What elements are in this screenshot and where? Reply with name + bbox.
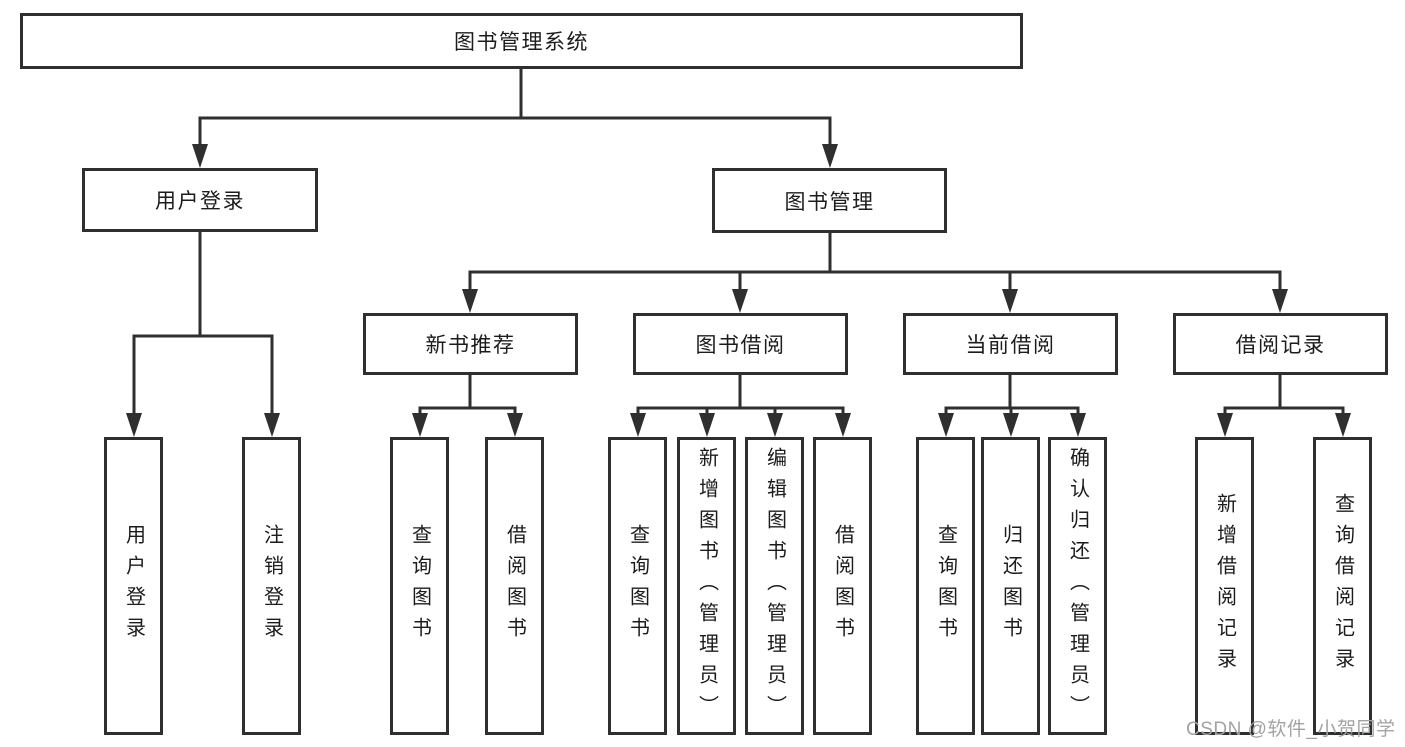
- root-connector: [192, 69, 838, 168]
- node-label: 新增图书（管理员）: [695, 446, 718, 726]
- leaf-edit-book-admin: 编辑图书（管理员）: [745, 437, 804, 735]
- node-label: 借阅记录: [1235, 334, 1326, 357]
- node-label: 借阅图书: [503, 524, 526, 648]
- csdn-watermark: CSDN @软件_小贺同学: [1186, 719, 1396, 740]
- leaf-confirm-return-admin: 确认归还（管理员）: [1048, 437, 1107, 735]
- node-label: 图书借阅: [695, 334, 786, 357]
- user-login-connector: [126, 232, 280, 437]
- node-new-book-recommend: 新书推荐: [363, 313, 578, 375]
- leaf-add-book-admin: 新增图书（管理员）: [677, 437, 736, 735]
- node-label: 查询图书: [626, 524, 649, 648]
- leaf-query-book-current: 查询图书: [916, 437, 975, 735]
- node-book-management: 图书管理: [712, 168, 947, 233]
- node-book-borrow: 图书借阅: [633, 313, 848, 375]
- current-borrow-connector: [938, 375, 1086, 437]
- borrow-record-connector: [1217, 375, 1351, 437]
- node-label: 确认归还（管理员）: [1066, 446, 1089, 726]
- leaf-add-borrow-record: 新增借阅记录: [1195, 437, 1254, 735]
- node-label: 查询借阅记录: [1331, 493, 1354, 679]
- leaf-query-borrow-record: 查询借阅记录: [1313, 437, 1372, 735]
- leaf-query-book-borrow: 查询图书: [608, 437, 667, 735]
- node-label: 用户登录: [122, 524, 145, 648]
- node-borrow-record: 借阅记录: [1173, 313, 1388, 375]
- node-label: 编辑图书（管理员）: [763, 446, 786, 726]
- node-current-borrow: 当前借阅: [903, 313, 1118, 375]
- new-book-recommend-connector: [412, 375, 523, 437]
- leaf-borrow-book-recommend: 借阅图书: [485, 437, 544, 735]
- book-borrow-connector: [630, 375, 851, 437]
- leaf-query-book-recommend: 查询图书: [390, 437, 449, 735]
- node-library-management-system: 图书管理系统: [20, 13, 1023, 69]
- node-label: 新书推荐: [425, 334, 516, 357]
- node-label: 归还图书: [999, 524, 1022, 648]
- node-label: 当前借阅: [965, 334, 1056, 357]
- node-label: 用户登录: [155, 190, 245, 213]
- node-label: 图书管理系统: [454, 31, 589, 54]
- node-label: 图书管理: [784, 190, 875, 214]
- node-label: 查询图书: [934, 524, 957, 648]
- leaf-user-login: 用户登录: [104, 437, 163, 735]
- leaf-logout: 注销登录: [242, 437, 301, 735]
- leaf-borrow-book: 借阅图书: [813, 437, 872, 735]
- book-management-connector: [462, 233, 1288, 313]
- node-user-login: 用户登录: [82, 168, 318, 232]
- node-label: 查询图书: [408, 524, 431, 648]
- leaf-return-book: 归还图书: [981, 437, 1040, 735]
- node-label: 注销登录: [260, 524, 283, 648]
- node-label: 借阅图书: [831, 524, 854, 648]
- node-label: 新增借阅记录: [1213, 493, 1236, 679]
